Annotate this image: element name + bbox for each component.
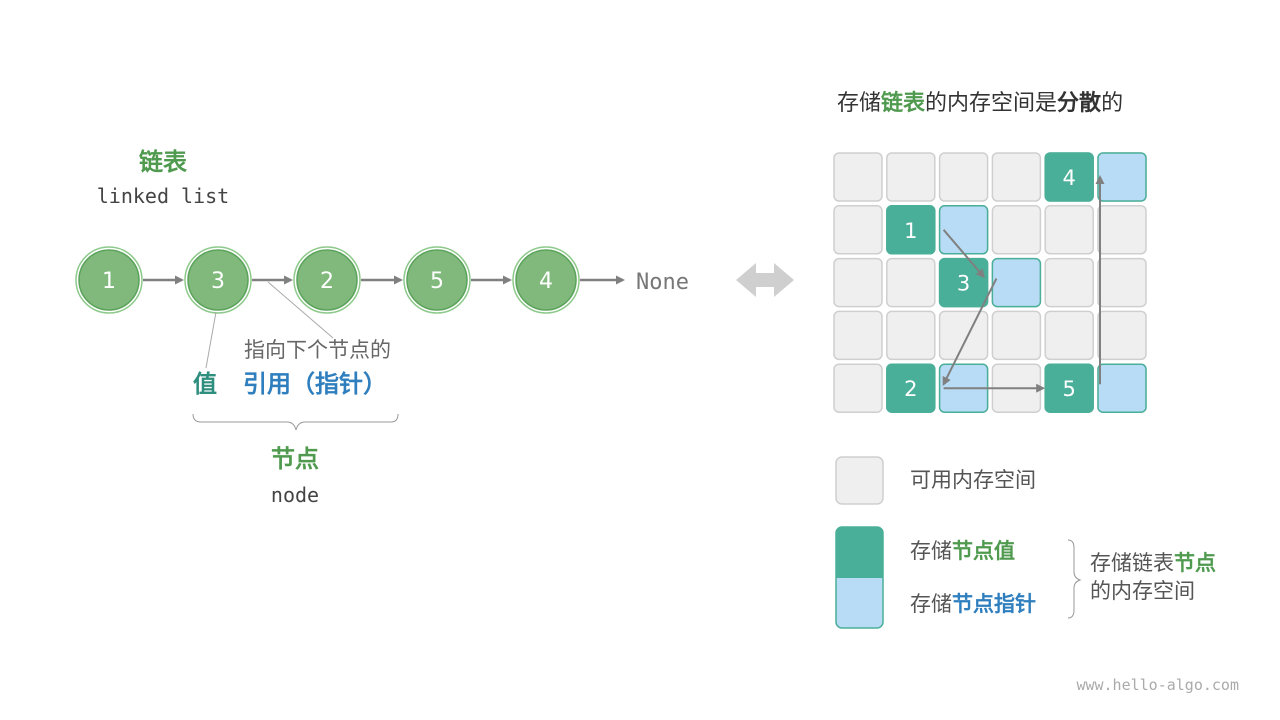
list-node-3: 3: [184, 246, 252, 314]
legend-pointer-label: 存储节点指针: [910, 592, 1036, 616]
memory-cell: [833, 257, 883, 308]
watermark: www.hello-algo.com: [1076, 676, 1239, 694]
linked-list-subtitle: linked list: [97, 184, 229, 208]
memory-cell: [991, 205, 1042, 255]
memory-cell: [833, 310, 883, 361]
legend-free-label: 可用内存空间: [910, 468, 1036, 492]
memory-cell: [833, 205, 883, 255]
memory-node-value: 1: [904, 219, 917, 243]
node-brace: [192, 413, 399, 431]
list-node-value: 2: [320, 269, 334, 294]
memory-cell: [1097, 310, 1147, 361]
legend-free-cell: [835, 456, 884, 505]
memory-pointer-arrows: [942, 175, 1105, 393]
legend-value-label: 存储节点值: [910, 539, 1015, 563]
memory-node-1: 1: [886, 205, 989, 255]
value-label: 值: [193, 370, 217, 398]
memory-cell: [991, 310, 1042, 361]
list-node-value: 4: [539, 269, 553, 294]
list-node-value: 3: [211, 269, 225, 294]
pointer-label: 引用（指针）: [243, 370, 387, 398]
memory-cell: [886, 152, 936, 202]
legend-node-cell: [835, 526, 884, 629]
list-node-4: 4: [512, 246, 580, 314]
memory-title: 存储链表的内存空间是分散的: [837, 90, 1123, 116]
memory-cell: [938, 152, 989, 202]
memory-cell: [1097, 257, 1147, 308]
memory-node-value: 2: [904, 377, 917, 401]
memory-cell: [1097, 205, 1147, 255]
list-node-2: 2: [293, 246, 361, 314]
memory-node-3: 3: [938, 257, 1042, 308]
pointer-note: 指向下个节点的: [244, 338, 391, 362]
node-title: 节点: [271, 445, 319, 473]
legend-group-label: 存储链表节点: [1090, 551, 1216, 575]
none-terminal: None: [636, 270, 689, 295]
memory-cell: [1044, 310, 1094, 361]
value-leader-line: [205, 311, 217, 369]
node-subtitle: node: [271, 483, 319, 507]
memory-cell: [938, 310, 989, 361]
memory-cell: [886, 310, 936, 361]
linked-list-nodes: 1 3 2 5 4: [75, 246, 625, 314]
memory-cell: [833, 152, 883, 202]
memory-node-value: 5: [1063, 377, 1076, 401]
memory-cell: [1044, 257, 1094, 308]
memory-cell: [1044, 205, 1094, 255]
memory-pointer-arrow: [942, 278, 998, 386]
list-node-1: 1: [75, 246, 143, 314]
pointer-leader-line: [267, 281, 334, 339]
legend-brace: [1067, 539, 1082, 619]
memory-pointer-arrow: [942, 229, 985, 279]
equivalence-arrow-icon: [736, 263, 794, 297]
memory-node-value: 3: [957, 272, 970, 296]
list-node-value: 1: [102, 269, 116, 294]
memory-nodes: 4 1 3 2 5: [886, 152, 1147, 413]
memory-node-5: 5: [1044, 363, 1147, 413]
legend-group-label-line2: 的内存空间: [1090, 579, 1195, 603]
list-node-value: 5: [430, 269, 444, 294]
memory-cell: [991, 152, 1042, 202]
memory-cell: [833, 363, 883, 413]
list-node-5: 5: [403, 246, 471, 314]
memory-cell: [886, 257, 936, 308]
memory-node-4: 4: [1044, 152, 1147, 202]
memory-node-value: 4: [1063, 166, 1076, 190]
linked-list-title: 链表: [139, 148, 188, 176]
